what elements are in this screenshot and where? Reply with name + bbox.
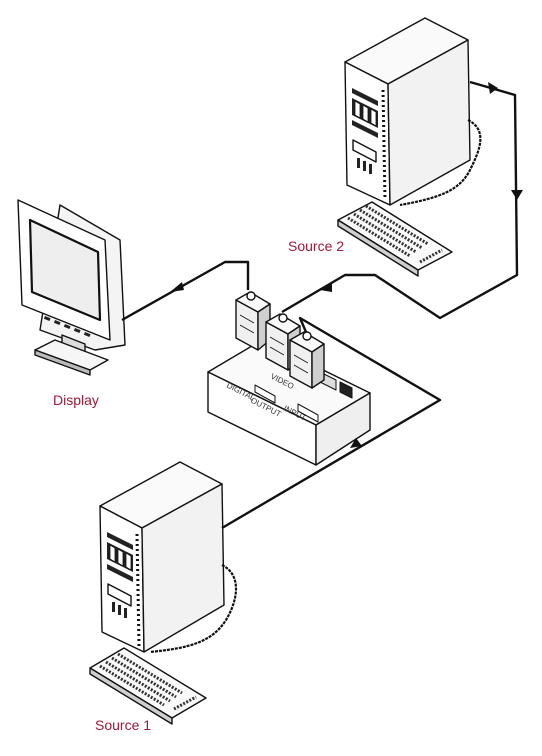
connector-input-1 [289, 331, 325, 389]
display-label: Display [53, 392, 99, 408]
monitor-buttons [43, 316, 91, 338]
source-1-label: Source 1 [95, 717, 152, 733]
switcher-device: DIGITAL VIDEO INPUT OUTPUT [207, 291, 371, 466]
source-1-keyboard-keys [99, 652, 197, 711]
arrowheads [170, 82, 523, 448]
source-1-computer [89, 461, 237, 725]
arrow-to-display [170, 282, 184, 292]
source-2-keyboard-keys [347, 204, 443, 264]
arrow-source1-to-switcher [350, 438, 362, 448]
arrow-source2-right [511, 190, 523, 200]
source-2-computer [337, 17, 482, 277]
cable-source2-to-switcher [281, 80, 519, 320]
cable-output-to-display [121, 260, 250, 322]
arrow-source2-top [488, 82, 498, 94]
cable-source1-to-switcher [221, 316, 442, 530]
connector-output [235, 291, 271, 351]
display-monitor [17, 199, 126, 376]
source-2-label: Source 2 [288, 238, 345, 254]
arrow-source2-to-switcher [320, 282, 332, 292]
